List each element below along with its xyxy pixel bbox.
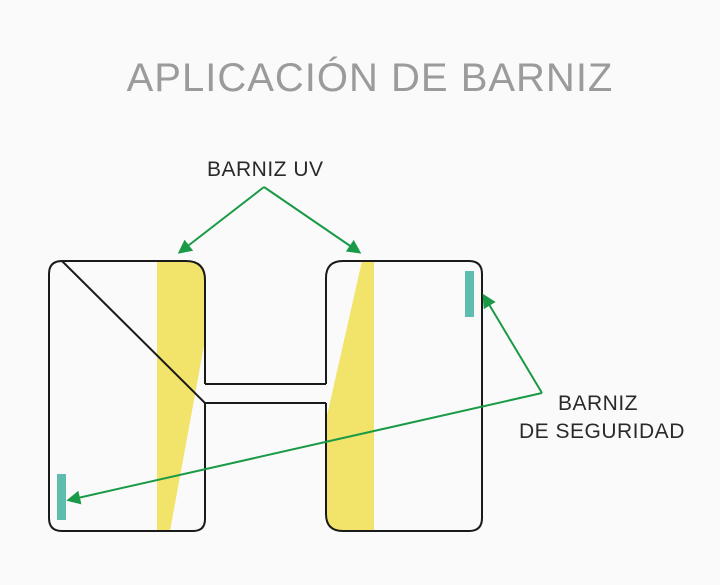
security-arrow-right: [482, 293, 543, 394]
security-varnish-label-line1: BARNIZ: [558, 392, 639, 415]
security-varnish-bar-right: [465, 271, 474, 317]
left-panel-outline: [48, 259, 206, 532]
uv-arrow-right: [263, 186, 362, 254]
right-panel-outline: [325, 260, 483, 532]
security-varnish-label-line2: DE SEGURIDAD: [519, 420, 685, 443]
h-shape-outline: [48, 259, 483, 532]
security-varnish-bar-left: [57, 474, 66, 520]
uv-varnish-right: [326, 261, 374, 531]
diagram-title: APLICACIÓN DE BARNIZ: [126, 56, 614, 100]
security-arrow-left: [66, 392, 543, 505]
uv-varnish-left: [157, 261, 205, 531]
security-arrows: [66, 293, 543, 505]
uv-arrow-left: [177, 186, 265, 254]
uv-varnish-label: BARNIZ UV: [207, 158, 324, 181]
uv-arrows: [177, 186, 362, 254]
